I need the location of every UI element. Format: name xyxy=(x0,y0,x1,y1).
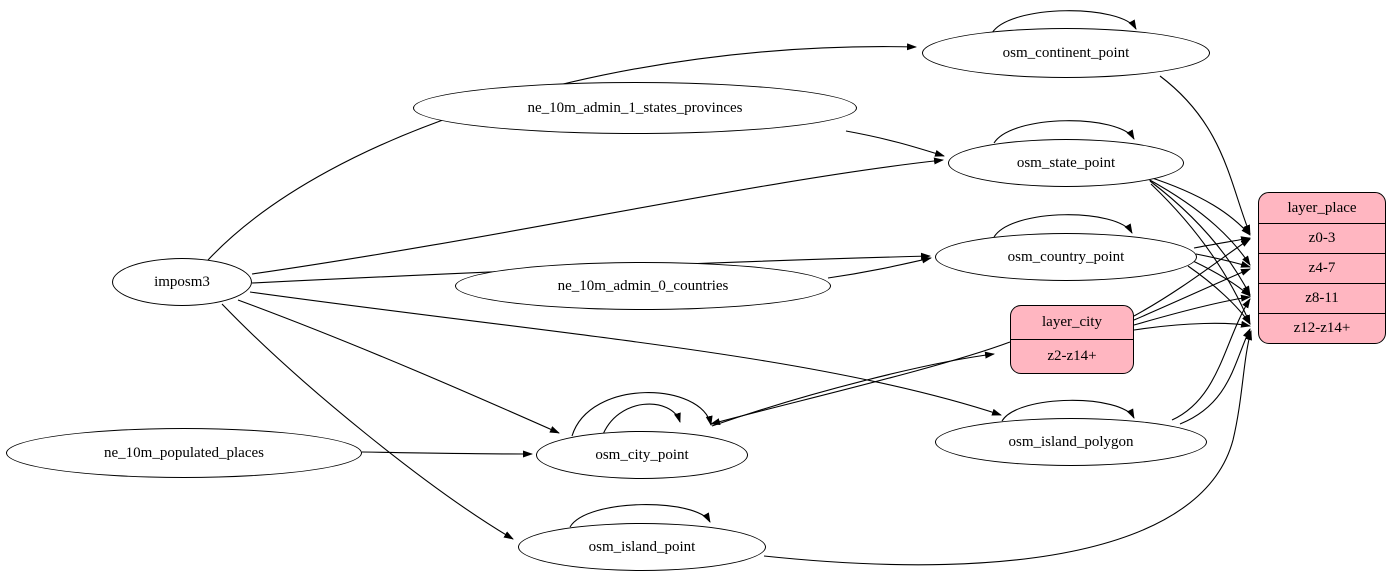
node-ne_10m_admin_0_countries: ne_10m_admin_0_countries xyxy=(455,262,831,310)
edge-osm_state_point-to-layer_place-z0-3 xyxy=(1145,175,1251,236)
edge-osm_continent_point-to-layer_place-z0-3 xyxy=(1159,75,1251,235)
edge-layer_city-to-layer_place-z12-z14+ xyxy=(1133,320,1251,331)
edge-osm_continent_point-to-osm_continent_point xyxy=(991,10,1137,34)
record-header: layer_city xyxy=(1042,314,1102,330)
edge-osm_country_point-to-osm_country_point xyxy=(993,214,1133,238)
edge-osm_state_point-to-layer_place-z12-z14+ xyxy=(1150,183,1251,325)
edge-imposm3-to-osm_state_point xyxy=(251,157,944,275)
edge-osm_island_polygon-to-layer_place-z12-z14+ xyxy=(1179,328,1251,425)
edge-osm_island_polygon-to-layer_place-z8-11 xyxy=(1171,298,1251,421)
edge-osm_country_point-to-layer_place-z4-7 xyxy=(1195,253,1251,268)
record-row-z8-11: z8-11 xyxy=(1259,283,1385,313)
edge-layer_city-to-osm_city_point xyxy=(710,341,1011,426)
node-osm_state_point: osm_state_point xyxy=(948,139,1184,187)
record-row-z0-3: z0-3 xyxy=(1259,223,1385,253)
edge-ne_10m_admin_1_states_provinces-to-osm_state_point xyxy=(845,130,945,157)
node-osm_island_point: osm_island_point xyxy=(518,523,766,571)
edge-osm_island_point-to-osm_island_point xyxy=(569,504,711,528)
edge-osm_country_point-to-layer_place-z12-z14+ xyxy=(1187,265,1251,325)
node-imposm3: imposm3 xyxy=(112,258,252,306)
node-ne_10m_populated_places: ne_10m_populated_places xyxy=(6,428,362,478)
record-row-z12-z14+: z12-z14+ xyxy=(1259,313,1385,343)
node-label: osm_island_polygon xyxy=(1008,433,1134,450)
edge-imposm3-to-osm_continent_point xyxy=(207,43,917,261)
record-row-z2-z14+: z2-z14+ xyxy=(1011,339,1133,373)
edge-ne_10m_admin_0_countries-to-osm_country_point xyxy=(827,256,932,279)
node-ne_10m_admin_1_states_provinces: ne_10m_admin_1_states_provinces xyxy=(413,82,857,134)
edge-osm_island_point-to-layer_place-z12-z14+ xyxy=(763,330,1252,566)
node-label: osm_island_point xyxy=(588,538,696,555)
node-label: imposm3 xyxy=(154,273,210,290)
edge-osm_state_point-to-layer_place-z8-11 xyxy=(1149,180,1251,296)
node-label: ne_10m_admin_0_countries xyxy=(557,277,729,294)
node-label: osm_country_point xyxy=(1007,248,1125,265)
edge-osm_state_point-to-layer_place-z4-7 xyxy=(1147,178,1251,266)
edge-osm_city_point-to-osm_city_point xyxy=(571,392,713,437)
edge-imposm3-to-osm_city_point xyxy=(237,299,560,434)
node-osm_island_polygon: osm_island_polygon xyxy=(935,418,1207,466)
node-label: ne_10m_admin_1_states_provinces xyxy=(527,99,743,116)
node-osm_continent_point: osm_continent_point xyxy=(922,28,1210,78)
edge-osm_city_point-to-layer_city-z2-z14+ xyxy=(711,351,995,427)
edge-layer_city-to-layer_place-z8-11 xyxy=(1133,294,1251,326)
node-osm_country_point: osm_country_point xyxy=(935,233,1197,281)
edge-layer_city-to-layer_place-z0-3 xyxy=(1133,238,1251,317)
record-header: layer_place xyxy=(1287,199,1357,216)
edge-imposm3-to-osm_island_polygon xyxy=(249,291,1002,416)
node-label: osm_continent_point xyxy=(1002,44,1130,61)
edges-group xyxy=(207,10,1252,566)
node-label: ne_10m_populated_places xyxy=(104,444,264,461)
edge-ne_10m_populated_places-to-osm_city_point xyxy=(361,450,533,458)
edge-osm_island_polygon-to-osm_island_polygon xyxy=(1001,399,1135,422)
edge-osm_city_point-to-osm_city_point xyxy=(601,403,681,438)
edge-layer_city-to-layer_place-z4-7 xyxy=(1133,268,1251,321)
node-label: osm_state_point xyxy=(1016,154,1116,171)
node-layer_city: layer_city z2-z14+ xyxy=(1010,305,1134,374)
edge-osm_state_point-to-osm_state_point xyxy=(993,120,1135,144)
node-osm_city_point: osm_city_point xyxy=(536,431,748,479)
edge-osm_country_point-to-layer_place-z8-11 xyxy=(1192,260,1251,297)
edge-osm_country_point-to-layer_place-z0-3 xyxy=(1193,236,1251,249)
node-label: osm_city_point xyxy=(595,446,689,463)
record-row-z4-7: z4-7 xyxy=(1259,253,1385,283)
edge-imposm3-to-osm_island_point xyxy=(221,303,514,540)
